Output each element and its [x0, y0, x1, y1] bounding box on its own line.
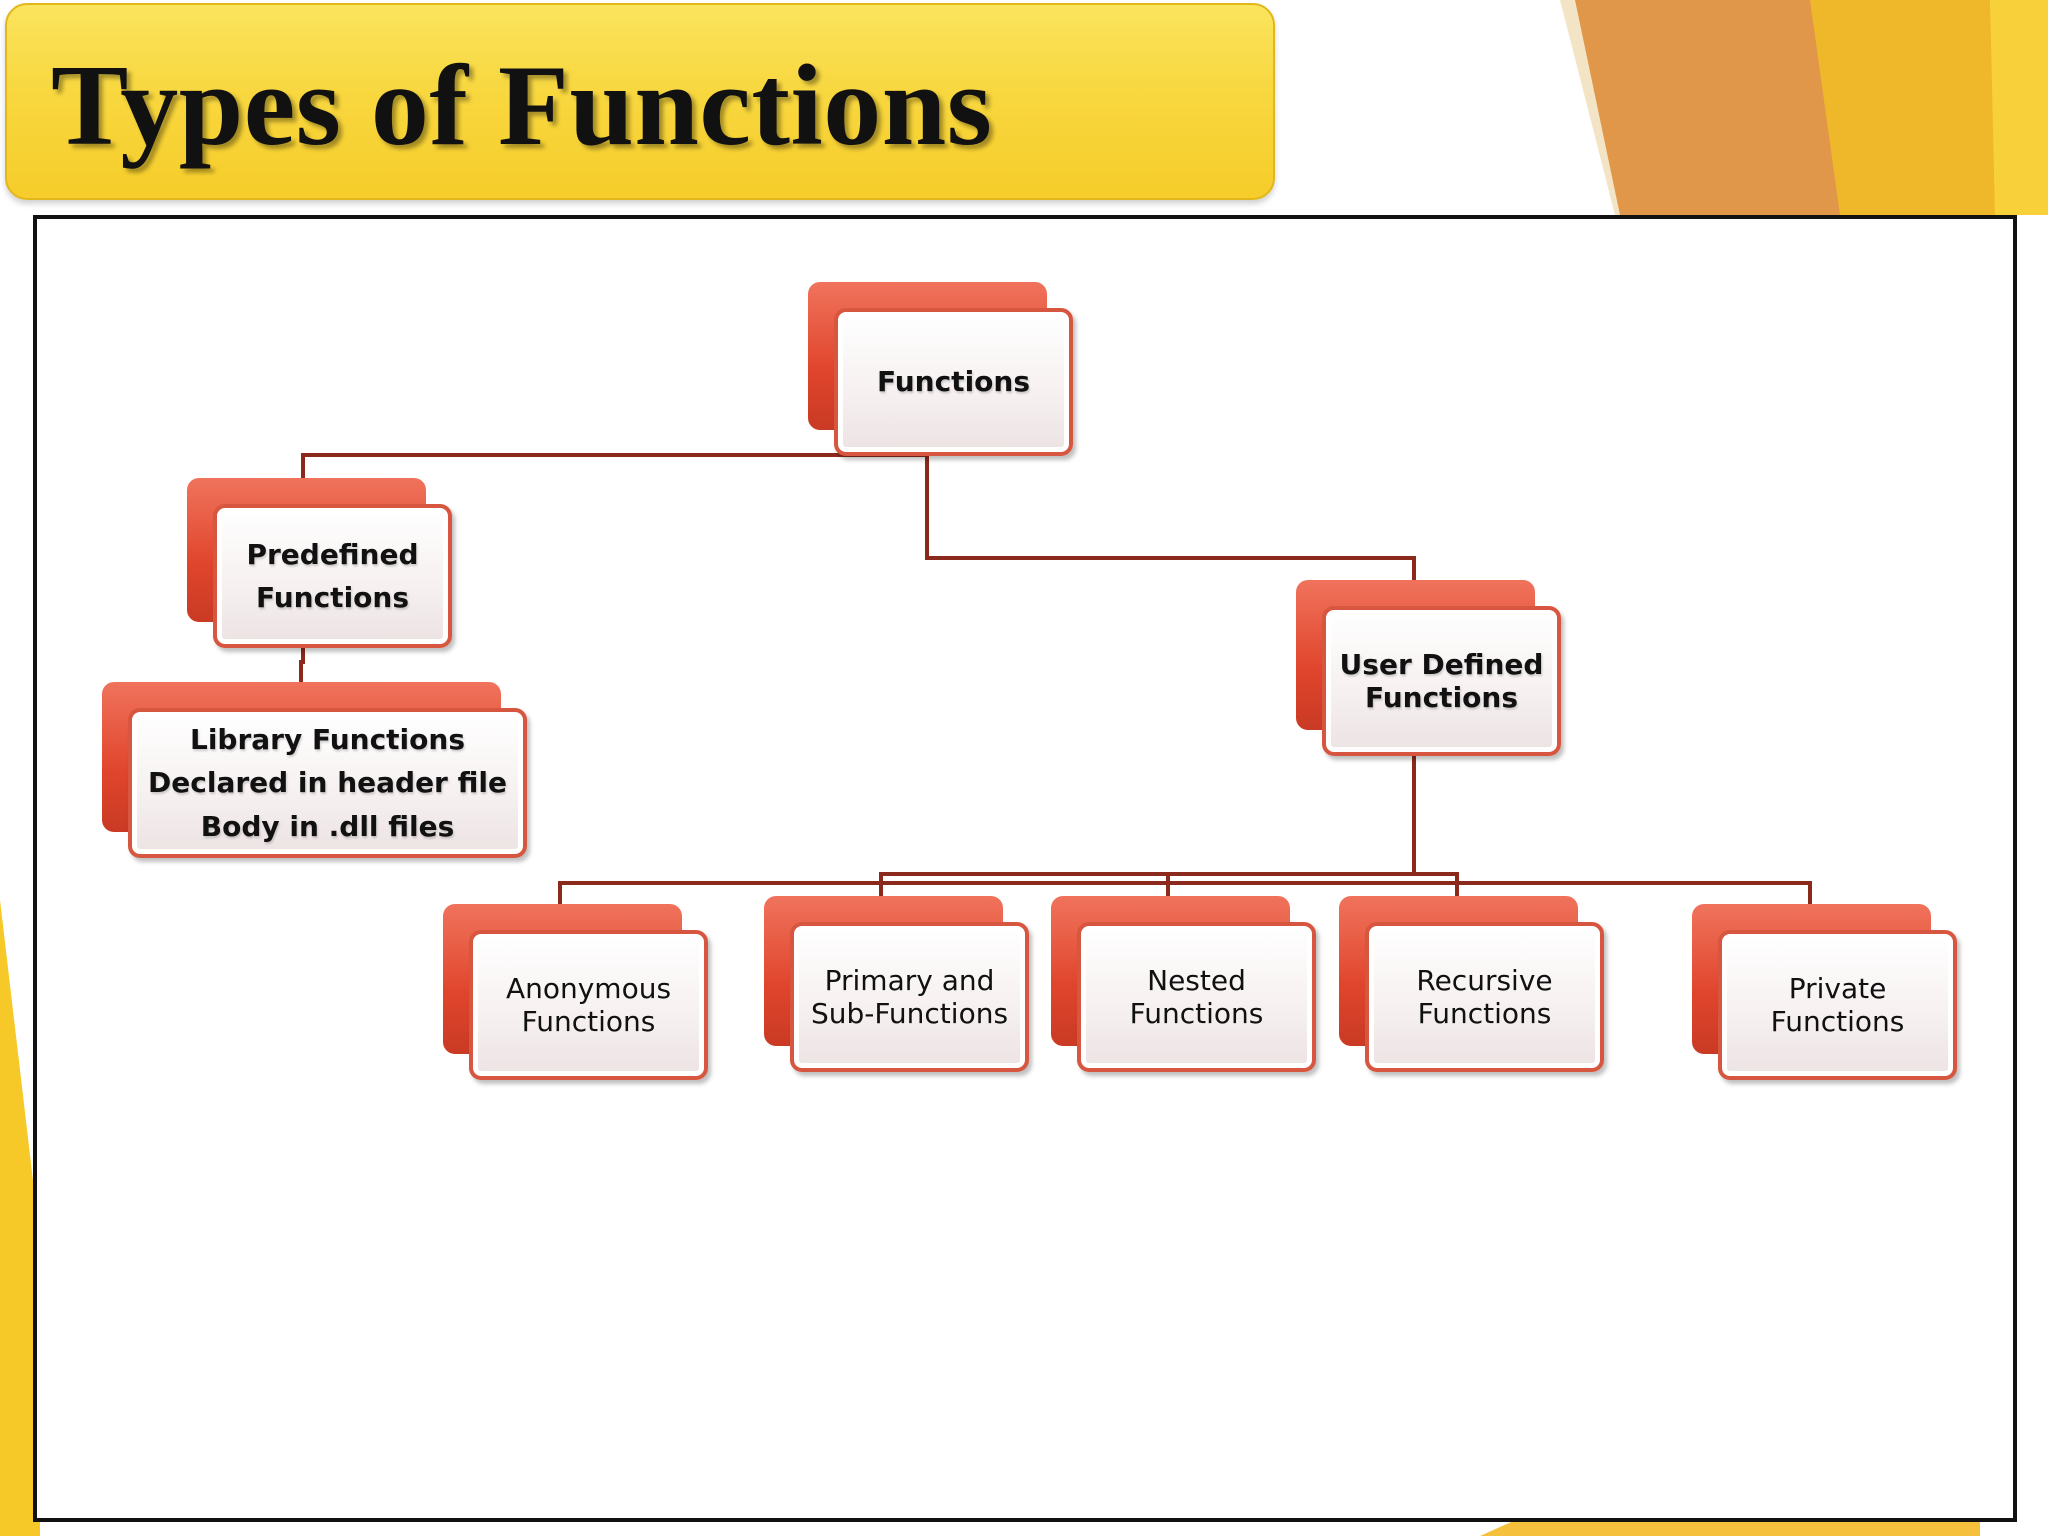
node-card: Anonymous Functions — [469, 930, 708, 1080]
node-label: Functions — [1417, 997, 1552, 1030]
node-library-functions: Library Functions Declared in header fil… — [102, 682, 527, 858]
node-label: Functions — [255, 581, 409, 614]
node-card: Functions — [834, 308, 1073, 456]
node-label: Declared in header file — [148, 766, 507, 800]
connector-root-userdefined — [925, 455, 1416, 583]
node-primary-sub-functions: Primary and Sub-Functions — [764, 896, 1029, 1072]
bg-shape-gold — [1810, 0, 2000, 215]
connector-predefined-library — [299, 645, 305, 683]
node-label: Functions — [1364, 681, 1518, 714]
node-label: User Defined — [1339, 647, 1544, 681]
connector-nested — [1166, 872, 1414, 898]
node-predefined-functions: Predefined Functions — [187, 478, 452, 648]
bg-shape-yellow — [1990, 0, 2048, 215]
node-label: Nested — [1147, 963, 1246, 997]
node-label: Functions — [521, 1005, 656, 1038]
connector-primary-sub — [879, 872, 1414, 898]
title-bar: Types of Functions — [5, 3, 1275, 200]
node-label: Sub-Functions — [810, 997, 1009, 1030]
node-label: Private — [1788, 971, 1887, 1005]
node-label: Functions — [876, 365, 1030, 399]
node-anonymous-functions: Anonymous Functions — [443, 904, 708, 1080]
bg-shape-left — [0, 900, 40, 1536]
node-card: Nested Functions — [1077, 922, 1316, 1072]
node-private-functions: Private Functions — [1692, 904, 1957, 1080]
node-card: Private Functions — [1718, 930, 1957, 1080]
node-functions: Functions — [808, 282, 1073, 456]
node-recursive-functions: Recursive Functions — [1339, 896, 1604, 1072]
connector-recursive — [1414, 872, 1459, 898]
node-label: Library Functions — [189, 722, 465, 756]
slide-title: Types of Functions — [51, 42, 993, 170]
node-label: Recursive — [1416, 963, 1553, 997]
node-card: User Defined Functions — [1322, 606, 1561, 756]
node-card: Primary and Sub-Functions — [790, 922, 1029, 1072]
node-label: Functions — [1129, 997, 1264, 1030]
node-label: Anonymous — [505, 971, 672, 1005]
node-label: Predefined — [246, 537, 419, 571]
bg-shape-orange — [1575, 0, 1845, 215]
node-card: Library Functions Declared in header fil… — [128, 708, 527, 858]
node-label: Primary and — [824, 963, 995, 997]
node-card: Recursive Functions — [1365, 922, 1604, 1072]
node-user-defined-functions: User Defined Functions — [1296, 580, 1561, 756]
connector-private — [1414, 881, 1812, 907]
connector-anonymous — [558, 881, 1414, 907]
node-nested-functions: Nested Functions — [1051, 896, 1316, 1072]
node-label: Functions — [1770, 1005, 1905, 1038]
node-label: Body in .dll files — [200, 809, 455, 843]
node-card: Predefined Functions — [213, 504, 452, 648]
connector-root-predefined — [301, 453, 927, 482]
